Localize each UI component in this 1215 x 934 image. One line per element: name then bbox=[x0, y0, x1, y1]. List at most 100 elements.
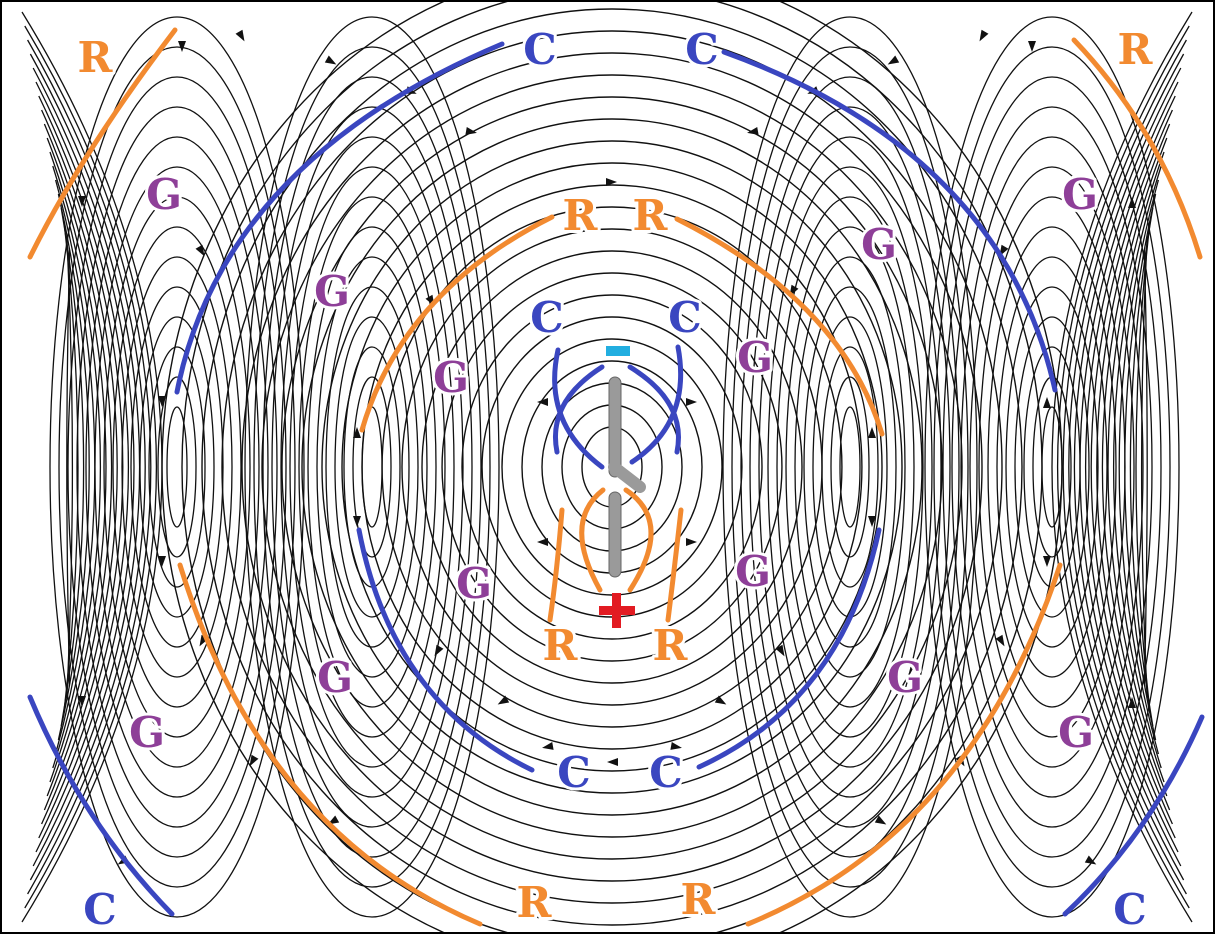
c-wavefront-arc bbox=[553, 364, 605, 455]
arrowhead-icon bbox=[775, 644, 785, 657]
positive-sign-icon bbox=[599, 593, 635, 628]
c-wavefront-arc bbox=[27, 694, 175, 917]
r-wavefront-arc bbox=[1071, 37, 1203, 260]
field-line bbox=[43, 123, 118, 811]
label-c: C bbox=[1113, 885, 1146, 932]
field-line bbox=[58, 46, 296, 888]
antenna-lower-element bbox=[608, 491, 622, 578]
c-wavefront-arc bbox=[356, 527, 535, 773]
field-line bbox=[352, 376, 392, 558]
arrowhead-icon bbox=[1043, 556, 1051, 567]
field-line bbox=[1005, 286, 1099, 648]
field-line bbox=[839, 406, 861, 528]
field-line bbox=[951, 106, 1153, 828]
label-g: G bbox=[433, 353, 469, 402]
arrowhead-icon bbox=[607, 758, 618, 766]
arrowhead-icon bbox=[1128, 197, 1136, 208]
field-line bbox=[794, 256, 906, 678]
field-line bbox=[1062, 39, 1187, 895]
field-line bbox=[281, 96, 613, 838]
field-line bbox=[66, 249, 71, 685]
field-line bbox=[307, 226, 437, 708]
arrowhead-icon bbox=[979, 29, 989, 42]
field-line bbox=[241, 52, 613, 882]
field-line bbox=[325, 286, 419, 648]
arrowhead-icon bbox=[887, 55, 900, 65]
field-line bbox=[1135, 221, 1151, 713]
arrowhead-icon bbox=[497, 695, 510, 705]
field-line bbox=[1056, 25, 1190, 909]
label-g: G bbox=[887, 653, 923, 702]
label-c: C bbox=[557, 748, 590, 797]
field-line bbox=[46, 137, 113, 797]
field-line bbox=[611, 360, 703, 574]
arrowhead-icon bbox=[1084, 855, 1097, 865]
field-line bbox=[54, 179, 96, 755]
label-c: C bbox=[523, 25, 556, 74]
field-line bbox=[401, 228, 613, 706]
field-line bbox=[66, 235, 74, 699]
field-line bbox=[1014, 316, 1090, 618]
r-wavefront-arc bbox=[547, 507, 565, 623]
field-line bbox=[767, 166, 933, 768]
field-line bbox=[381, 206, 613, 728]
field-line bbox=[52, 165, 101, 769]
label-c: C bbox=[649, 748, 682, 797]
dipole-antenna bbox=[608, 376, 646, 578]
arrowhead-icon bbox=[686, 398, 697, 406]
field-line bbox=[27, 39, 152, 895]
field-line bbox=[321, 140, 613, 794]
field-line bbox=[776, 196, 924, 738]
r-wavefront-arc bbox=[579, 487, 606, 593]
field-line bbox=[29, 53, 146, 881]
field-line bbox=[1073, 67, 1182, 867]
field-line bbox=[289, 166, 455, 768]
field-lines bbox=[21, 2, 1193, 932]
field-line bbox=[803, 286, 897, 648]
label-g: G bbox=[314, 267, 350, 316]
r-wavefront-arc bbox=[674, 216, 885, 437]
field-line bbox=[1041, 406, 1063, 528]
field-line bbox=[611, 74, 963, 860]
antenna-upper-element bbox=[608, 376, 622, 478]
field-line bbox=[561, 404, 613, 530]
field-line bbox=[1107, 151, 1165, 783]
arrowhead-icon bbox=[324, 55, 337, 65]
field-line bbox=[57, 193, 90, 741]
field-line bbox=[785, 226, 915, 708]
label-r: R bbox=[78, 33, 114, 82]
arrowhead-icon bbox=[158, 556, 166, 567]
arrowhead-icon bbox=[686, 538, 697, 546]
arrowhead-icon bbox=[178, 41, 186, 52]
field-line bbox=[334, 316, 410, 618]
arrowhead-icon bbox=[874, 815, 887, 825]
label-g: G bbox=[456, 559, 492, 608]
label-g: G bbox=[317, 653, 353, 702]
field-line bbox=[996, 256, 1108, 678]
field-line bbox=[611, 96, 943, 838]
field-line bbox=[112, 226, 242, 708]
arrowhead-icon bbox=[1043, 397, 1051, 408]
field-line bbox=[1068, 53, 1185, 881]
field-line bbox=[933, 46, 1171, 888]
field-line bbox=[32, 67, 141, 867]
field-line bbox=[611, 272, 783, 662]
field-line bbox=[76, 106, 278, 828]
field-line bbox=[341, 162, 613, 772]
label-g: G bbox=[737, 333, 773, 382]
arrowhead-icon bbox=[235, 29, 245, 42]
field-line bbox=[960, 136, 1144, 798]
arrowhead-icon bbox=[995, 634, 1005, 647]
r-wavefront-arc bbox=[665, 507, 684, 623]
label-r: R bbox=[633, 191, 669, 240]
field-line bbox=[611, 140, 903, 794]
label-r: R bbox=[681, 875, 717, 924]
field-line bbox=[85, 136, 269, 798]
label-g: G bbox=[146, 170, 182, 219]
label-r: R bbox=[1118, 25, 1154, 74]
c-wavefront-arc bbox=[1062, 714, 1205, 917]
label-c: C bbox=[668, 293, 701, 342]
antenna-feed bbox=[608, 461, 646, 493]
field-line bbox=[1079, 81, 1179, 853]
field-line bbox=[41, 109, 124, 825]
